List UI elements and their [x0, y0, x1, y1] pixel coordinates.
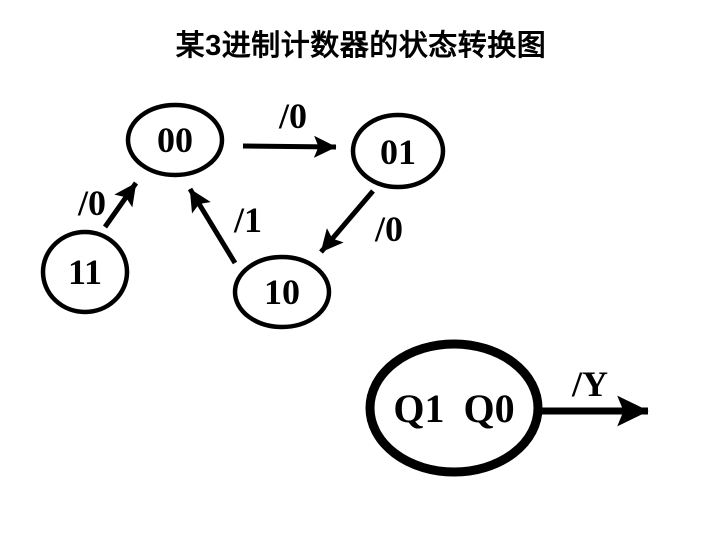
output-node-q1q0: [365, 339, 543, 477]
state-node-01: [350, 112, 446, 190]
transition-arrow-00-to-01: [242, 135, 337, 158]
state-node-00: [125, 102, 225, 178]
transition-arrow-10-to-00: [187, 187, 238, 265]
state-node-10: [232, 254, 332, 330]
state-label-01: 01: [380, 132, 416, 172]
diagram-title: 某3进制计数器的状态转换图: [175, 30, 547, 62]
transition-label-01-to-10: /0: [374, 209, 403, 249]
transition-label-10-to-00: /1: [233, 200, 262, 240]
state-node-11: [40, 229, 130, 315]
transition-label-00-to-01: /0: [278, 96, 307, 136]
transition-arrow-11-to-00: [102, 181, 139, 229]
transition-arrow-01-to-10: [319, 189, 375, 254]
transition-label-11-to-00: /0: [77, 183, 106, 223]
state-label-00: 00: [157, 120, 193, 160]
output-arrow-label: /Y: [571, 364, 608, 404]
state-label-10: 10: [264, 272, 300, 312]
output-node-label: Q1 Q0: [393, 386, 514, 431]
state-label-11: 11: [68, 252, 102, 292]
